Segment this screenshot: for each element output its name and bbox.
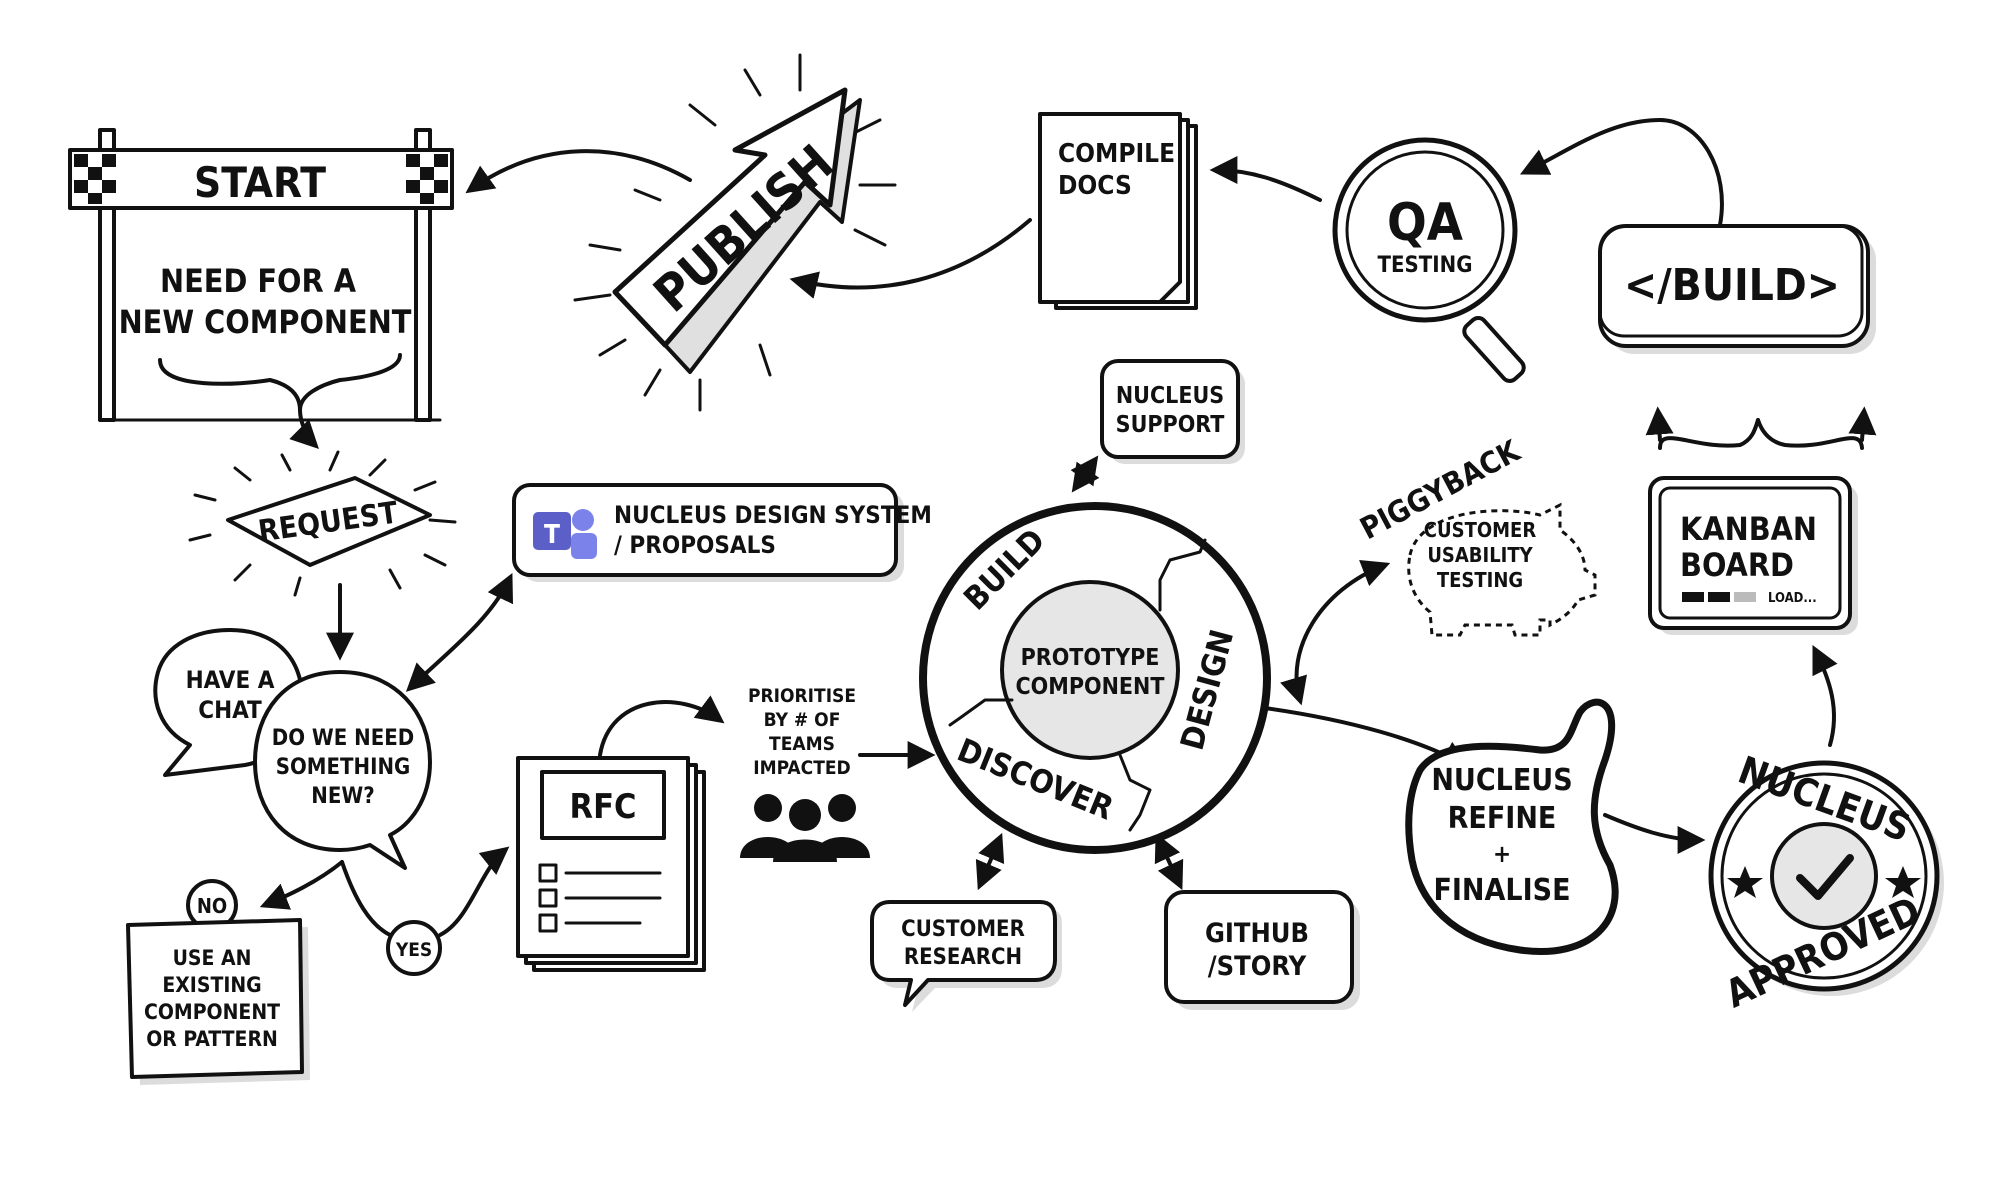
yes-label: YES (395, 939, 432, 961)
request-node: REQUEST (188, 450, 457, 597)
prototype-center (1000, 580, 1180, 760)
piggyback-group: PIGGYBACK CUSTOMER USABILITY TESTING (1355, 433, 1597, 637)
refine-line1: NUCLEUS (1431, 763, 1572, 798)
prototype-cycle: PROTOTYPE COMPONENT BUILD DESIGN DISCOVE… (919, 502, 1271, 854)
kanban-loading-label: LOAD... (1768, 591, 1817, 606)
rfc-document: RFC (516, 756, 706, 972)
piggyback-line3: TESTING (1437, 568, 1523, 592)
piggy-bank-icon (1407, 502, 1597, 637)
no-badge: NO (186, 879, 238, 931)
customer-research-line2: RESEARCH (904, 945, 1022, 970)
start-need-line1: NEED FOR A (160, 262, 357, 300)
magnifier-handle (1462, 315, 1526, 383)
have-a-chat-line2: CHAT (198, 696, 262, 724)
start-label: START (194, 158, 326, 207)
teams-logo-icon: T (533, 509, 597, 559)
checkmark-icon (1796, 854, 1854, 900)
star-icon (1727, 866, 1763, 898)
compile-docs-line2: DOCS (1058, 171, 1132, 201)
build-tag-label: </BUILD> (1624, 260, 1840, 311)
refine-blob: NUCLEUS REFINE + FINALISE (1405, 698, 1619, 955)
prioritise-line3: TEAMS (769, 733, 835, 755)
existing-line1: USE AN (173, 946, 252, 970)
teams-line2: / PROPOSALS (614, 531, 776, 559)
compile-docs-stack: COMPILE DOCS (1038, 112, 1198, 310)
qa-subtitle: TESTING (1378, 253, 1473, 278)
connectors (158, 118, 1877, 937)
no-label: NO (197, 894, 227, 918)
prioritise-line4: IMPACTED (753, 757, 850, 779)
teams-proposals-card: T NUCLEUS DESIGN SYSTEM / PROPOSALS (512, 483, 932, 582)
piggyback-line2: USABILITY (1427, 543, 1533, 567)
customer-research-bubble: CUSTOMER RESEARCH (870, 900, 1062, 1012)
teams-line1: NUCLEUS DESIGN SYSTEM (614, 501, 932, 529)
customer-research-line1: CUSTOMER (901, 917, 1025, 942)
prototype-line2: COMPONENT (1015, 674, 1164, 700)
build-tag-card: </BUILD> (1598, 224, 1876, 354)
refine-line4: FINALISE (1433, 873, 1570, 908)
star-icon (1885, 866, 1921, 898)
existing-line4: OR PATTERN (146, 1027, 278, 1051)
prototype-line1: PROTOTYPE (1021, 645, 1160, 671)
kanban-board-card: KANBAN BOARD LOAD... (1648, 476, 1858, 635)
nucleus-support-line1: NUCLEUS (1116, 383, 1224, 409)
decision-bubble: DO WE NEED SOMETHING NEW? (253, 670, 432, 870)
nucleus-support-box: NUCLEUS SUPPORT (1100, 359, 1245, 464)
piggyback-line1: CUSTOMER (1424, 518, 1537, 542)
kanban-line2: BOARD (1680, 546, 1794, 584)
prioritise-line1: PRIORITISE (748, 685, 856, 707)
refine-line3: + (1493, 840, 1511, 868)
nucleus-support-line2: SUPPORT (1116, 412, 1225, 438)
prioritise-line2: BY # OF (764, 709, 841, 731)
kanban-line1: KANBAN (1680, 510, 1817, 548)
existing-component-note: USE AN EXISTING COMPONENT OR PATTERN (126, 918, 310, 1085)
checkered-flag-left (74, 154, 116, 204)
yes-badge: YES (386, 920, 442, 976)
checkered-flag-right (406, 154, 448, 204)
compile-docs-line1: COMPILE (1058, 139, 1175, 169)
decision-line1: DO WE NEED (272, 726, 414, 751)
svg-text:T: T (544, 520, 560, 550)
existing-line3: COMPONENT (144, 1000, 280, 1024)
nucleus-approved-seal: NUCLEUS APPROVED (1708, 748, 1944, 1016)
refine-line2: REFINE (1448, 801, 1557, 836)
decision-line2: SOMETHING (276, 755, 411, 780)
github-line2: /STORY (1208, 951, 1307, 982)
burst-lines (188, 450, 457, 597)
qa-title: QA (1387, 193, 1463, 253)
start-need-line2: NEW COMPONENT (119, 303, 412, 341)
people-group-icon (740, 794, 870, 862)
github-story-box: GITHUB /STORY (1164, 890, 1360, 1010)
prioritise-group: PRIORITISE BY # OF TEAMS IMPACTED (740, 685, 870, 862)
rfc-label: RFC (570, 787, 637, 827)
qa-testing-magnifier: QA TESTING (1332, 137, 1526, 383)
existing-line2: EXISTING (162, 973, 261, 997)
have-a-chat-line1: HAVE A (186, 666, 275, 694)
burst-lines (573, 53, 897, 412)
decision-line3: NEW? (311, 784, 374, 809)
publish-arrow: PUBLISH (573, 53, 897, 412)
start-sign: START NEED FOR A NEW COMPONENT (68, 128, 454, 422)
github-line1: GITHUB (1205, 918, 1309, 949)
